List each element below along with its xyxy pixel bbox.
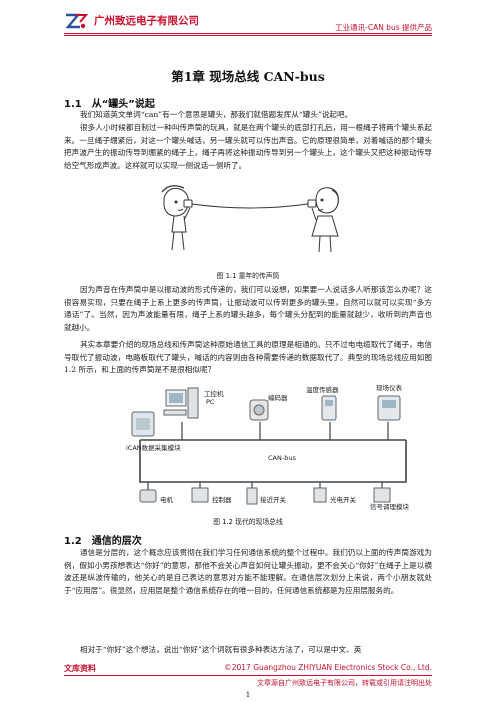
section-heading-1-2: 1.2 通信的层次 — [64, 532, 142, 547]
paragraph: 很多人小时候都自制过一种叫传声筒的玩具，就是在两个罐头的底部打孔后，用一根绳子将… — [64, 123, 432, 170]
footer-source-note: 文章源自广州致远电子有限公司，转载或引用请注明出处 — [257, 679, 432, 687]
string-line — [191, 203, 309, 209]
field-meter-icon — [377, 395, 401, 421]
footer-copyright: ©2017 Guangzhou ZHIYUAN Electronics Stoc… — [224, 663, 432, 672]
label-proximity: 接近开关 — [260, 495, 287, 504]
label-field-meter: 现场仪表 — [376, 383, 403, 392]
header-company-name: 广州致远电子有限公司 — [94, 15, 199, 27]
label-can-bus: CAN-bus — [268, 454, 296, 462]
paragraph: 因为声音在传声筒中是以振动波的形式传递的，我们可以设想，如果要一人说话多人听那该… — [64, 285, 432, 332]
label-signal-module: 信号调理模块 — [370, 502, 410, 510]
paragraph: 通信是分层的，这个概念应该贯彻在我们学习任何通信系统的整个过程中。我们仍以上面的… — [64, 548, 432, 595]
photo-switch-icon — [313, 487, 327, 503]
girl-figure-icon — [307, 187, 339, 253]
label-motor: 电机 — [160, 495, 174, 504]
label-photo-switch: 光电开关 — [330, 495, 357, 504]
label-pc-line2: PC — [206, 398, 215, 406]
controller-icon — [191, 487, 209, 503]
encoder-icon — [249, 399, 269, 421]
footer-rule — [64, 675, 432, 676]
signal-module-icon — [373, 487, 391, 503]
label-pc-line1: 工控机 — [204, 389, 224, 398]
figure-caption: 图 1.2 现代的现场总线 — [213, 518, 283, 526]
chapter-title: 第1章 现场总线 CAN-bus — [171, 69, 325, 84]
label-encoder: 编码器 — [268, 393, 288, 402]
boy-figure-icon — [161, 185, 193, 251]
label-ican: iCAN数据采集模块 — [126, 443, 181, 452]
page-number: 1 — [245, 690, 251, 699]
bus-bottom-line — [139, 440, 407, 483]
label-controller: 控制器 — [212, 495, 232, 504]
section-title: 通信的层次 — [91, 536, 142, 547]
motor-icon — [139, 489, 157, 503]
paragraph: 我们知道英文单词“can”有一个意思是罐头，那我们就借题发挥从“罐头”说起吧。 — [80, 110, 353, 119]
paragraph: 相对于“你好”这个想法，说出“你好”这个词就有很多种表达方法了，可以是中文、英 — [80, 645, 362, 654]
pc-icon — [163, 387, 199, 419]
temperature-sensor-icon — [321, 395, 337, 421]
proximity-switch-icon — [246, 487, 258, 505]
paragraph: 其实本章要介绍的现场总线和传声筒这种原始通信工具的原理是相通的。只不过电电缆取代… — [64, 340, 432, 375]
header-tagline: 工业通讯-CAN bus 提供产品 — [335, 23, 432, 32]
company-logo-icon — [64, 12, 88, 30]
section-number: 1.1 — [64, 99, 82, 110]
section-number: 1.2 — [64, 536, 82, 547]
label-temp-sensor: 温度传感器 — [306, 385, 339, 394]
tin-can-phone-illustration — [161, 185, 339, 253]
footer-label: 文库资料 — [64, 664, 96, 673]
header-rule-secondary — [64, 35, 432, 36]
header-rule — [64, 33, 432, 34]
section-heading-1-1: 1.1 从“罐头”说起 — [64, 95, 155, 110]
section-title: 从“罐头”说起 — [91, 99, 155, 110]
figure-caption: 图 1.1 童年的传声筒 — [216, 272, 280, 280]
